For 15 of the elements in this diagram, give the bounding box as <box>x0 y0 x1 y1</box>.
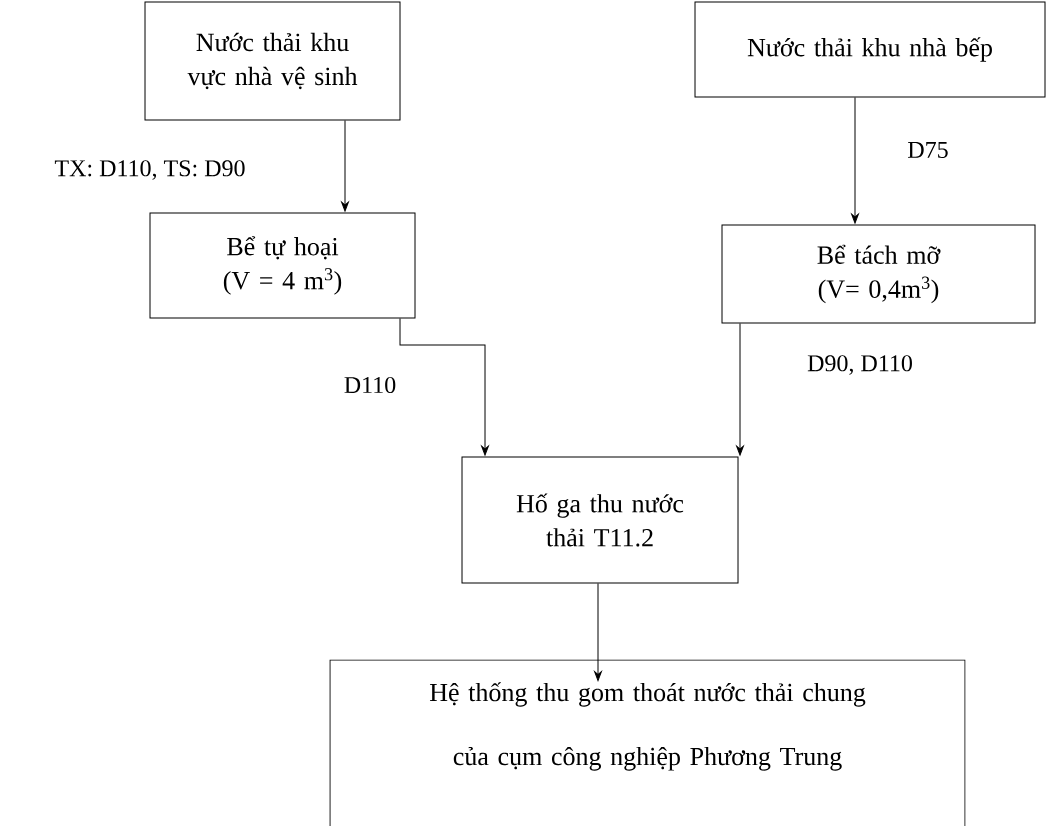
arrow <box>851 97 859 224</box>
process-box: Hố ga thu nước thải T11.2 <box>461 456 739 584</box>
arrow <box>594 583 602 682</box>
arrow <box>399 318 489 456</box>
process-box: Hệ thống thu gom thoát nước thải chung của cụm công nghiệp Phương Trung <box>329 659 966 826</box>
process-box: Bể tách mỡ (V= 0,4m$^{3}$) <box>721 224 1036 324</box>
process-box: Bể tự hoại (V = 4 m$^{3}$) <box>149 212 416 319</box>
edge-label: D75 <box>908 142 948 158</box>
process-box: Nước thải khu vực nhà vệ sinh <box>144 1 401 121</box>
edge-label: D90, D110 <box>807 355 912 375</box>
process-box: Nước thải khu nhà bếp <box>694 1 1046 98</box>
edge-label: TX: D110, TS: D90 <box>54 160 245 180</box>
arrow <box>736 323 744 456</box>
edge-label: D110 <box>344 376 396 394</box>
arrow <box>341 120 349 212</box>
